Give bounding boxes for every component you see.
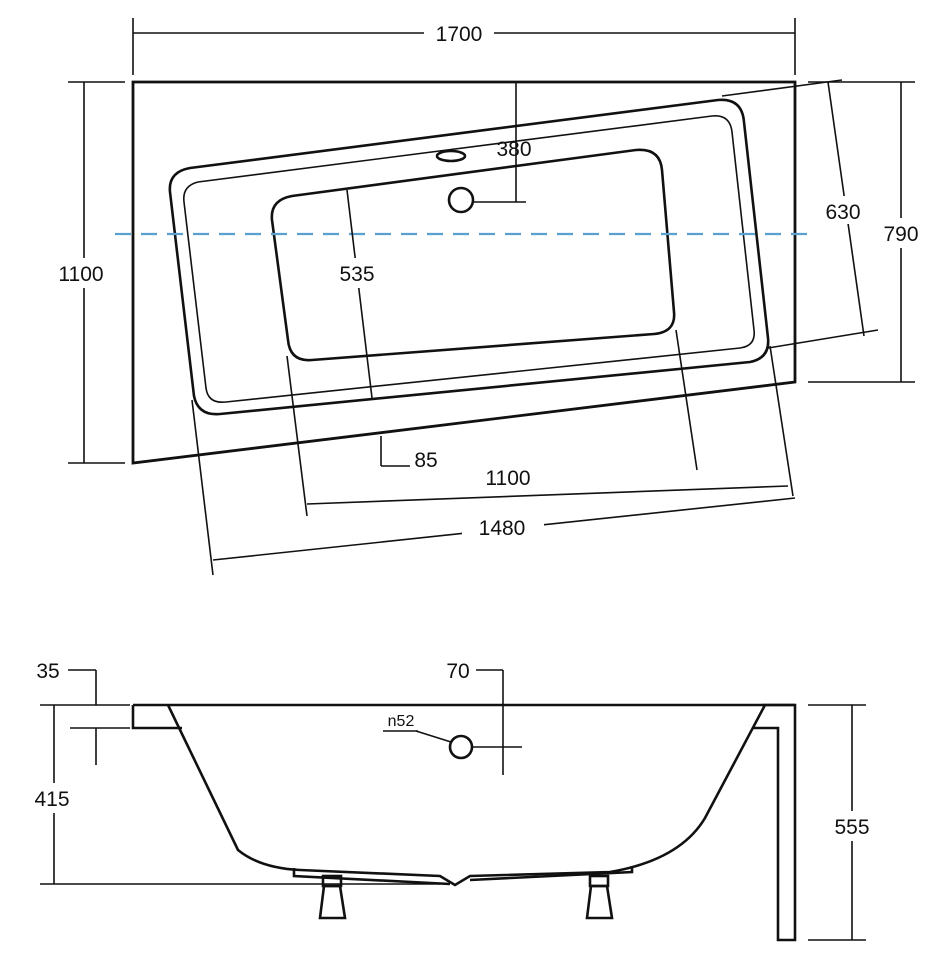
dim-label-1100-vertical: 1100 [58,263,103,286]
tub-rim-inner-outline [182,115,756,404]
ext-line-630-bottom [767,329,879,349]
label-bg-1480 [462,512,544,542]
dim-label-630: 630 [825,201,860,224]
dim-line-1100-slanted [306,485,789,505]
label-bg-555 [820,811,884,841]
label-bg-535 [332,258,382,288]
dim-label-1100-slanted: 1100 [485,467,530,490]
foot-right [585,874,614,920]
dim-label-555: 555 [834,816,869,839]
overflow-hole [448,734,474,760]
inner-basin-outline [270,148,676,362]
tub-body-profile [166,704,767,887]
label-bg-1700 [424,18,494,46]
foot-left [318,874,347,920]
label-bg-1100v [46,258,122,288]
side-view: n52 70 35 415 555 [24,660,884,942]
label-bg-415 [24,783,80,813]
support-rail-right [469,866,634,882]
dim-label-70: 70 [446,660,469,683]
label-bg-1100s [470,462,546,492]
ext-line-630-top [721,79,843,97]
ext-line-1100s-right [675,329,698,471]
top-view-outer-outline [131,80,797,465]
support-rail-left [292,868,451,886]
dim-label-1700: 1700 [436,23,483,46]
dim-label-1480: 1480 [479,517,526,540]
dim-label-415: 415 [34,788,69,811]
dim-label-35: 35 [36,660,59,683]
tub-rim-outline [168,98,770,416]
dim-label-790: 790 [883,223,918,246]
n52-leader [415,730,452,743]
ext-line-1100s-right-outer [769,345,794,497]
ext-line-1480-left [191,399,214,576]
dim-label-535: 535 [339,263,374,286]
dim-label-380: 380 [496,138,531,161]
drain-hole [447,186,475,214]
dim-label-85: 85 [414,449,437,472]
label-bg-790 [870,218,936,248]
left-rim-block [131,705,182,730]
dim-label-n52: n52 [388,713,415,730]
ext-line-1100s-left [286,355,308,517]
right-apron-panel [752,703,797,942]
dim-line-535 [346,189,373,399]
overflow-slot [435,149,467,163]
top-view: 1700 1100 790 630 380 535 85 [46,18,936,576]
label-bg-630 [818,196,868,224]
